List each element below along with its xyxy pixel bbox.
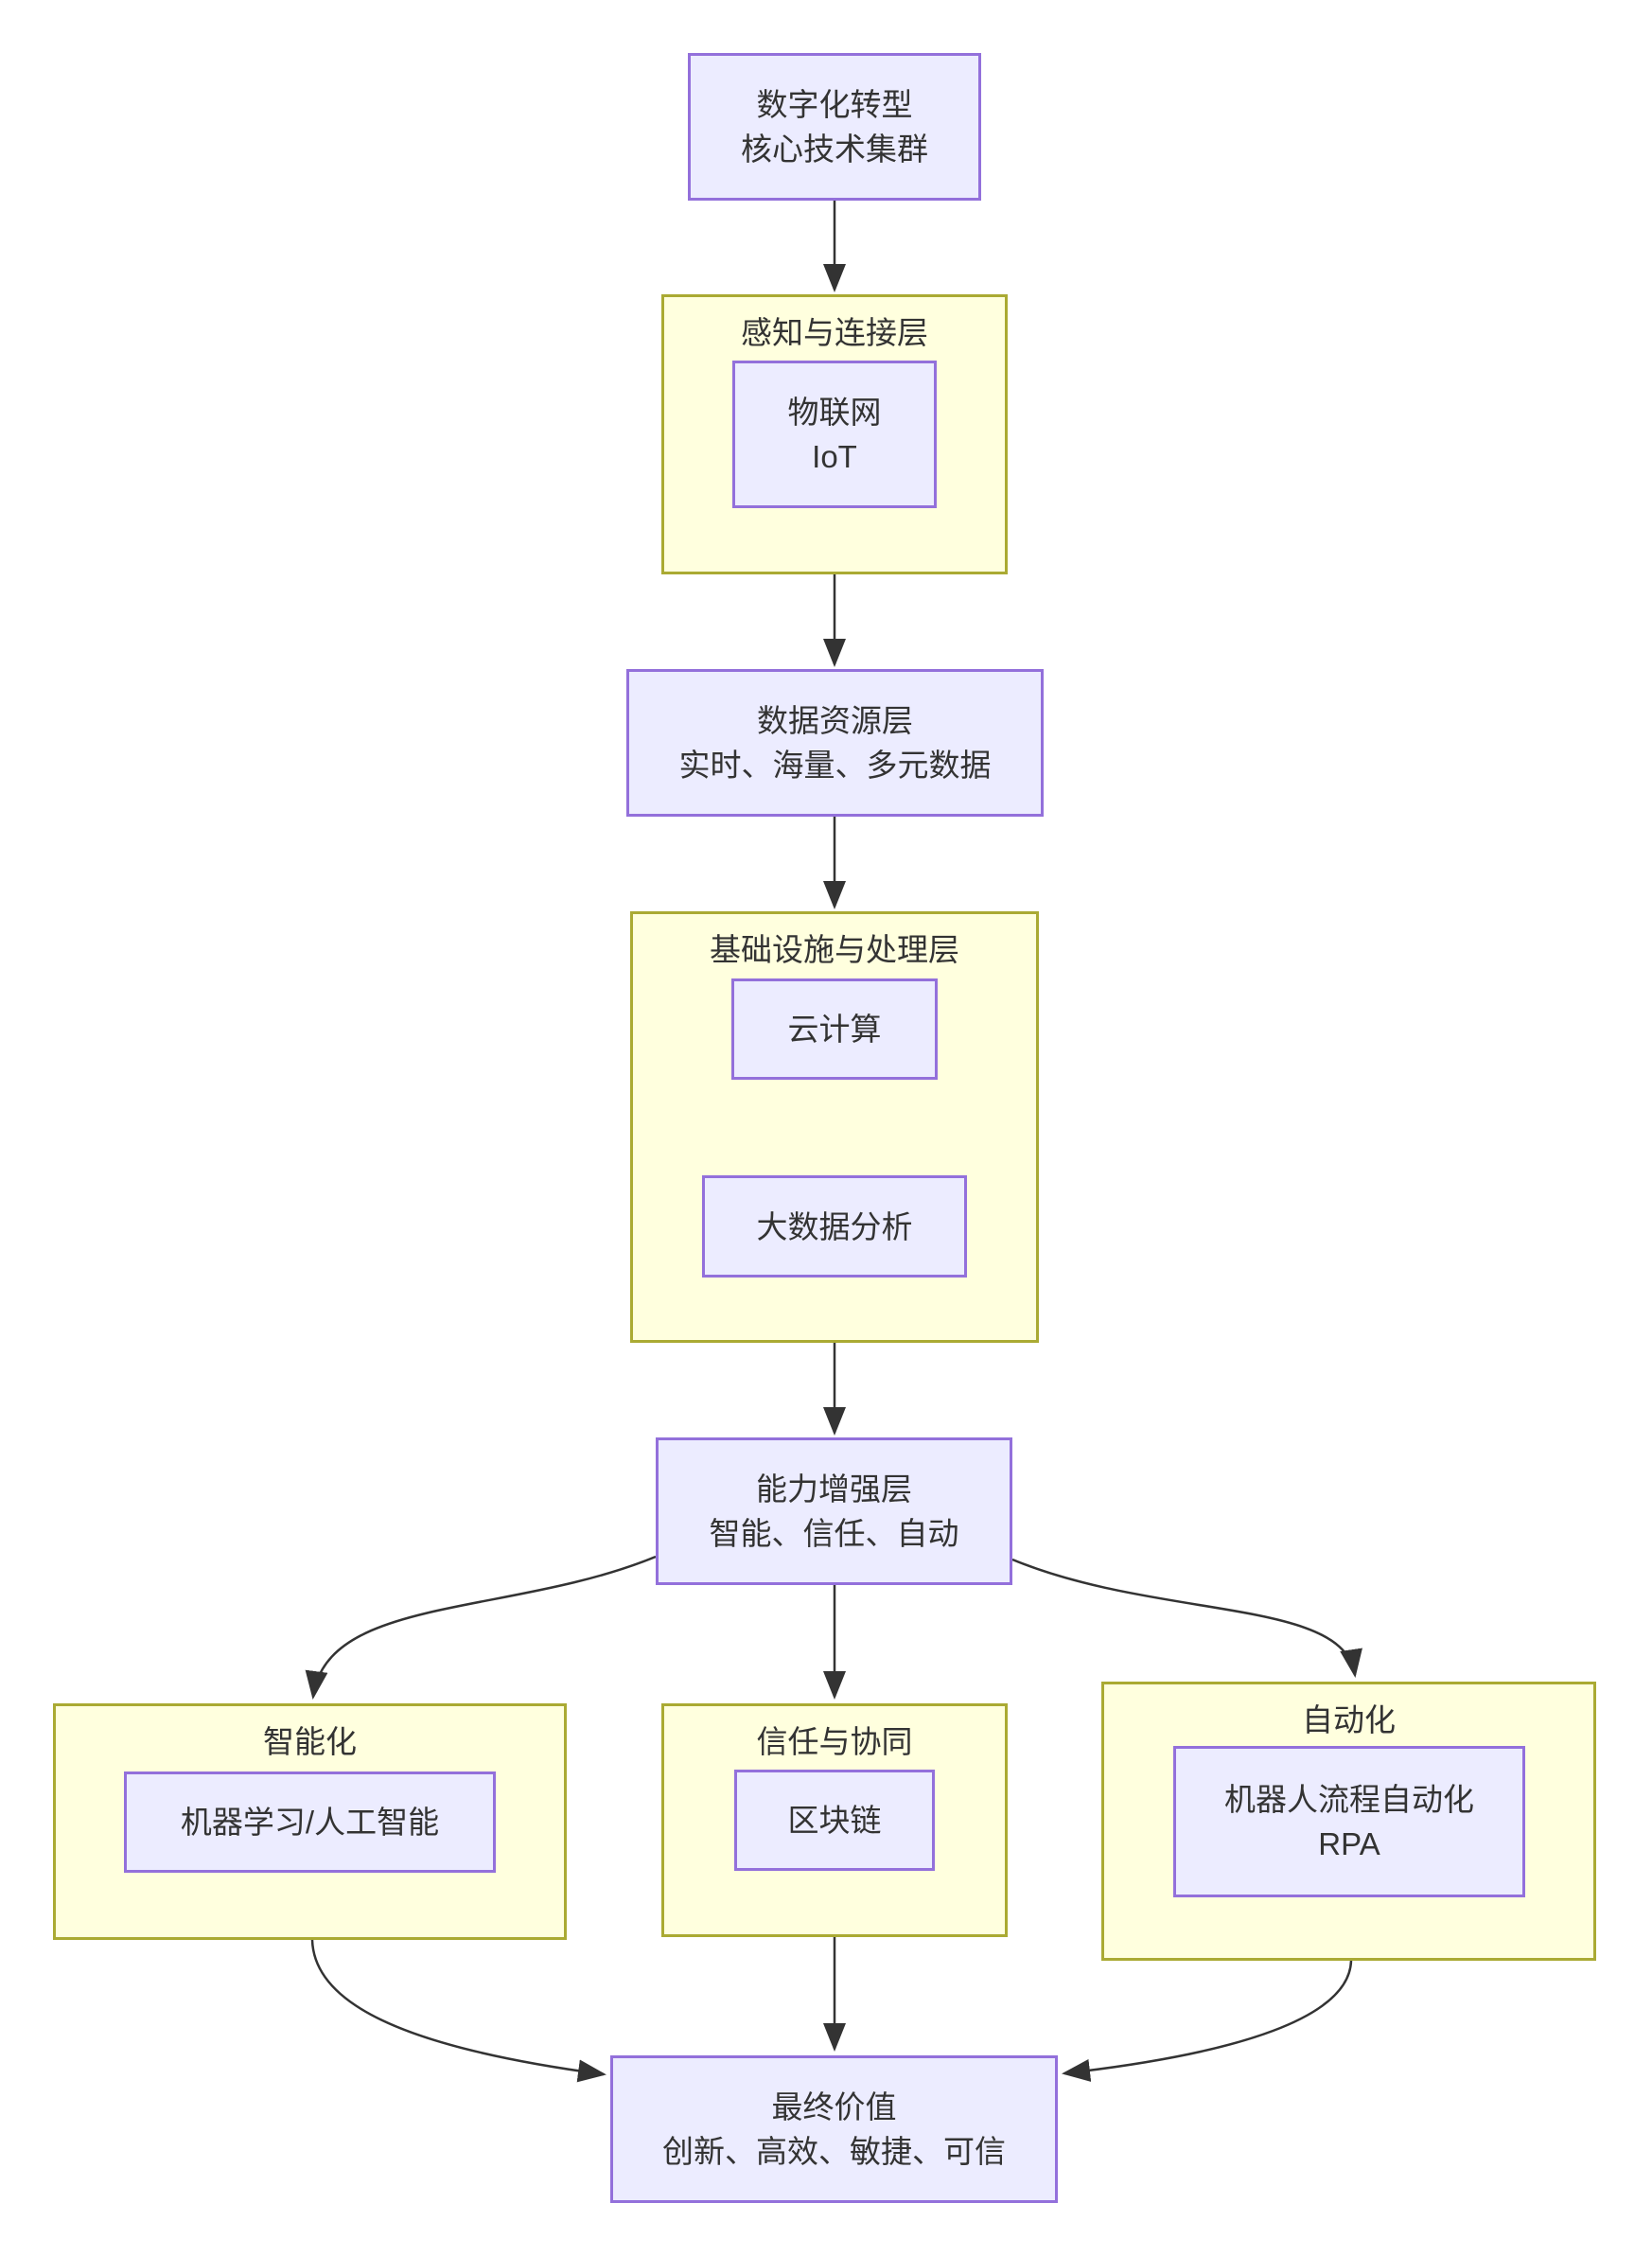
node-iot-line2: IoT xyxy=(812,439,857,474)
node-data-line1: 数据资源层 xyxy=(757,703,913,738)
node-enhance: 能力增强层 智能、信任、自动 xyxy=(656,1437,1012,1585)
edge-automation-to-value xyxy=(1062,1960,1353,2082)
node-root-line2: 核心技术集群 xyxy=(741,132,928,167)
node-value-line1: 最终价值 xyxy=(771,2089,897,2124)
node-blockchain: 区块链 xyxy=(734,1770,935,1871)
cluster-infrastructure-title: 基础设施与处理层 xyxy=(710,932,959,967)
node-data-line2: 实时、海量、多元数据 xyxy=(678,748,992,783)
node-cloud-line1: 云计算 xyxy=(787,1012,882,1047)
node-enhance-line2: 智能、信任、自动 xyxy=(709,1516,959,1551)
node-iot-line1: 物联网 xyxy=(787,395,882,430)
node-ml: 机器学习/人工智能 xyxy=(124,1771,496,1873)
edge-enhance-to-intelligence xyxy=(305,1555,657,1700)
node-rpa: 机器人流程自动化 RPA xyxy=(1173,1746,1525,1897)
node-root: 数字化转型 核心技术集群 xyxy=(688,53,981,201)
node-ml-line1: 机器学习/人工智能 xyxy=(180,1805,440,1840)
cluster-trust-title: 信任与协同 xyxy=(756,1724,913,1759)
node-value: 最终价值 创新、高效、敏捷、可信 xyxy=(610,2055,1058,2203)
cluster-automation-title: 自动化 xyxy=(1302,1702,1396,1737)
node-rpa-line1: 机器人流程自动化 xyxy=(1224,1782,1474,1817)
node-data: 数据资源层 实时、海量、多元数据 xyxy=(626,669,1044,817)
node-bigdata: 大数据分析 xyxy=(702,1175,967,1278)
node-value-line2: 创新、高效、敏捷、可信 xyxy=(662,2134,1006,2169)
node-blockchain-line1: 区块链 xyxy=(787,1803,882,1838)
node-bigdata-line1: 大数据分析 xyxy=(756,1208,913,1244)
node-enhance-line1: 能力增强层 xyxy=(756,1472,912,1507)
edge-enhance-to-automation xyxy=(1011,1558,1362,1678)
node-root-line1: 数字化转型 xyxy=(756,87,913,122)
node-cloud: 云计算 xyxy=(731,978,938,1080)
cluster-intelligence-title: 智能化 xyxy=(263,1724,357,1759)
edge-intelligence-to-value xyxy=(310,1939,606,2083)
cluster-infrastructure: 基础设施与处理层 xyxy=(630,911,1039,1343)
node-rpa-line2: RPA xyxy=(1318,1826,1380,1861)
node-iot: 物联网 IoT xyxy=(732,361,937,508)
cluster-perception-title: 感知与连接层 xyxy=(741,315,928,350)
